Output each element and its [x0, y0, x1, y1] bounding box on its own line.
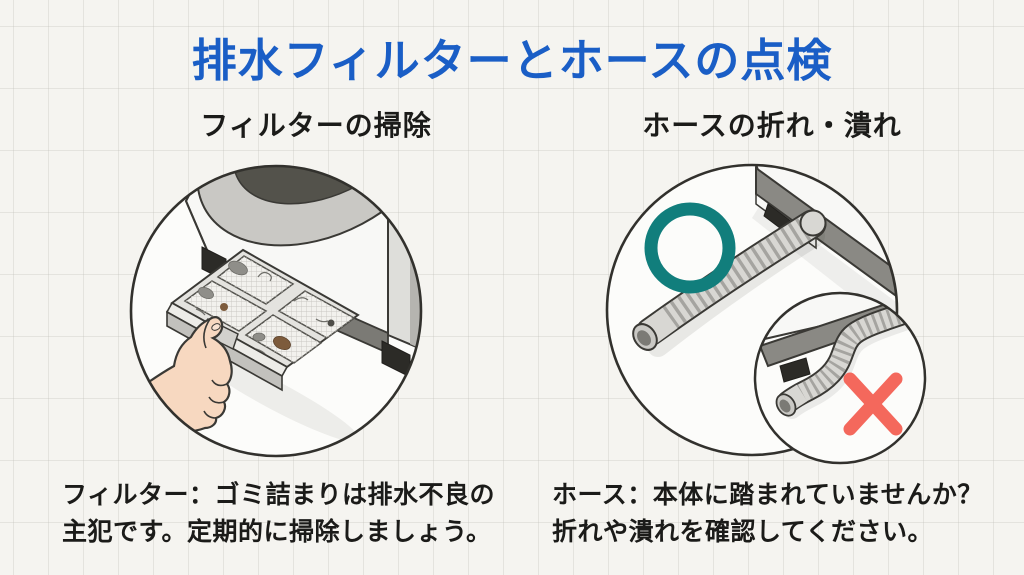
- inset-circle-border: [753, 291, 927, 465]
- hose-caption-line2: 折れや潰れを確認してください。: [552, 518, 934, 546]
- page-title: 排水フィルターとホースの点検: [191, 35, 833, 86]
- hose-section-label: ホースの折れ・潰れ: [642, 110, 902, 141]
- ng-cross-icon: [843, 372, 903, 436]
- filter-caption-line1: フィルター：ゴミ詰まりは排水不良の: [62, 481, 496, 509]
- lint-debris: [195, 260, 335, 356]
- hose-check-illustration: [605, 163, 927, 465]
- filter-section-label: フィルターの掃除: [200, 110, 432, 141]
- filter-caption-line2: 主犯です。定期的に掃除しましょう。: [62, 518, 492, 546]
- drain-hose-kinked: [775, 296, 925, 419]
- tray-shadow: [191, 349, 361, 443]
- thumbnail: [211, 323, 221, 331]
- ok-circle-icon: [644, 202, 736, 294]
- filter-circle-border: [129, 164, 423, 458]
- hose-caption-line1: ホース：本体に踏まれていませんか？: [552, 481, 983, 509]
- machine-foot: [779, 357, 811, 383]
- filter-cleaning-illustration: [129, 164, 423, 458]
- filter-tray: [165, 248, 360, 392]
- hose-caption: ホース：本体に踏まれていませんか？ 折れや潰れを確認してください。: [552, 477, 983, 551]
- hose-circle-border: [605, 163, 899, 457]
- drain-hose-straight: [632, 209, 827, 357]
- hose-connector: [799, 209, 827, 237]
- filter-caption: フィルター：ゴミ詰まりは排水不良の 主犯です。定期的に掃除しましょう。: [62, 477, 495, 551]
